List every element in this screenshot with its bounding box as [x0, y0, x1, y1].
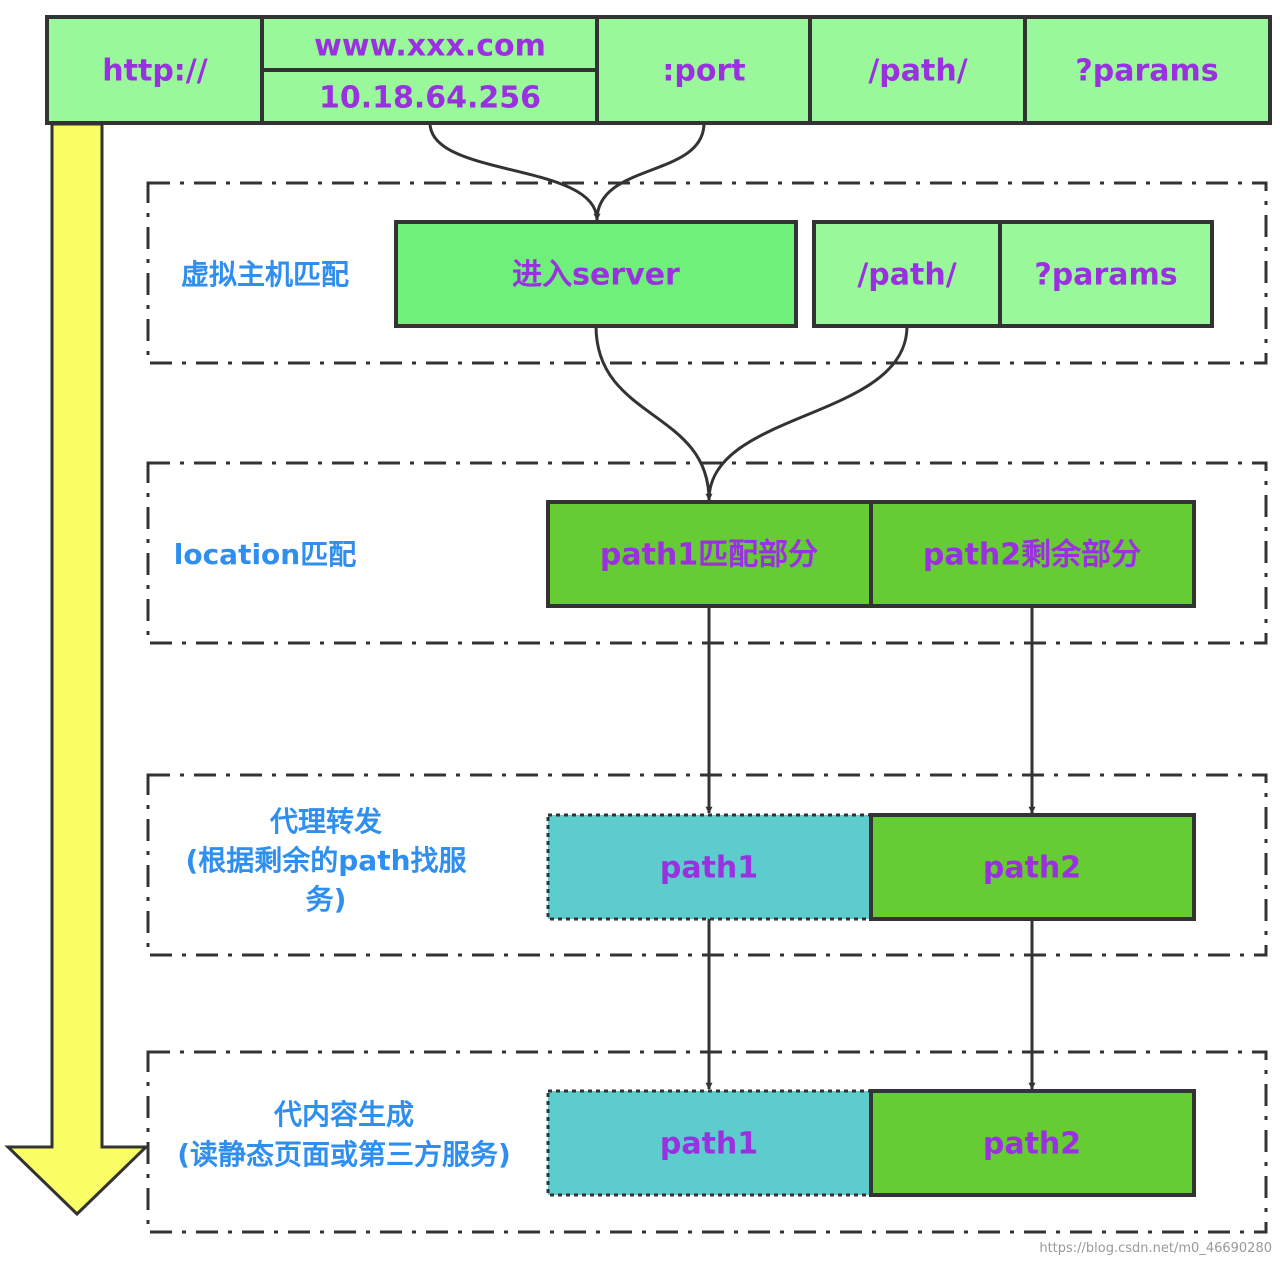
location-label: location匹配 — [174, 538, 356, 571]
url-bar-frame — [45, 15, 1272, 125]
proxy-path1-box-label: path1 — [660, 851, 758, 886]
location-path1-box — [546, 500, 873, 608]
stage-frame-virtual-host — [146, 181, 1268, 365]
location-path2-box-label: path2剩余部分 — [923, 538, 1141, 573]
url-ip: 10.18.64.256 — [319, 81, 541, 116]
connector-path-to-location — [707, 325, 909, 501]
stage-frame-generate — [146, 1050, 1268, 1234]
connectors — [428, 122, 1036, 1090]
generate-path1-box-label: path1 — [660, 1127, 758, 1162]
stage-frame-proxy — [146, 773, 1268, 957]
generate-label-line-1: 代内容生成 — [273, 1098, 414, 1131]
generate-path2-box — [869, 1089, 1196, 1197]
url-bar: http:// www.xxx.com 10.18.64.256 :port /… — [45, 15, 1272, 125]
proxy-label-line-3: 务) — [306, 883, 347, 916]
vh-params-box-label: ?params — [1034, 258, 1177, 293]
url-params: ?params — [1075, 54, 1218, 89]
server-box-label: 进入server — [512, 258, 680, 293]
stage-frame-location — [146, 461, 1268, 645]
connector-port-to-server — [595, 122, 706, 221]
url-protocol: http:// — [102, 54, 207, 89]
virtual-host-label: 虚拟主机匹配 — [181, 258, 349, 291]
connector-host-to-server — [428, 122, 601, 221]
proxy-path2-box-label: path2 — [983, 851, 1081, 886]
connector-server-to-location — [594, 325, 713, 501]
proxy-label-line-1: 代理转发 — [269, 805, 382, 838]
proxy-path1-box — [546, 813, 873, 921]
url-port: :port — [662, 54, 745, 89]
generate-path2-box-label: path2 — [983, 1127, 1081, 1162]
location-path2-box — [869, 500, 1196, 608]
url-domain: www.xxx.com — [314, 29, 546, 64]
url-path: /path/ — [868, 54, 967, 89]
vh-params-box — [998, 220, 1214, 328]
server-box — [394, 220, 798, 328]
proxy-label-line-2: (根据剩余的path找服 — [185, 844, 467, 877]
generate-path1-box — [546, 1089, 873, 1197]
generate-label-line-2: (读静态页面或第三方服务) — [177, 1138, 511, 1171]
flow-direction-arrow — [4, 122, 150, 1217]
vh-path-box-label: /path/ — [857, 258, 956, 293]
watermark-url: https://blog.csdn.net/m0_46690280 — [1039, 1241, 1272, 1256]
location-path1-box-label: path1匹配部分 — [600, 538, 818, 573]
proxy-path2-box — [869, 813, 1196, 921]
